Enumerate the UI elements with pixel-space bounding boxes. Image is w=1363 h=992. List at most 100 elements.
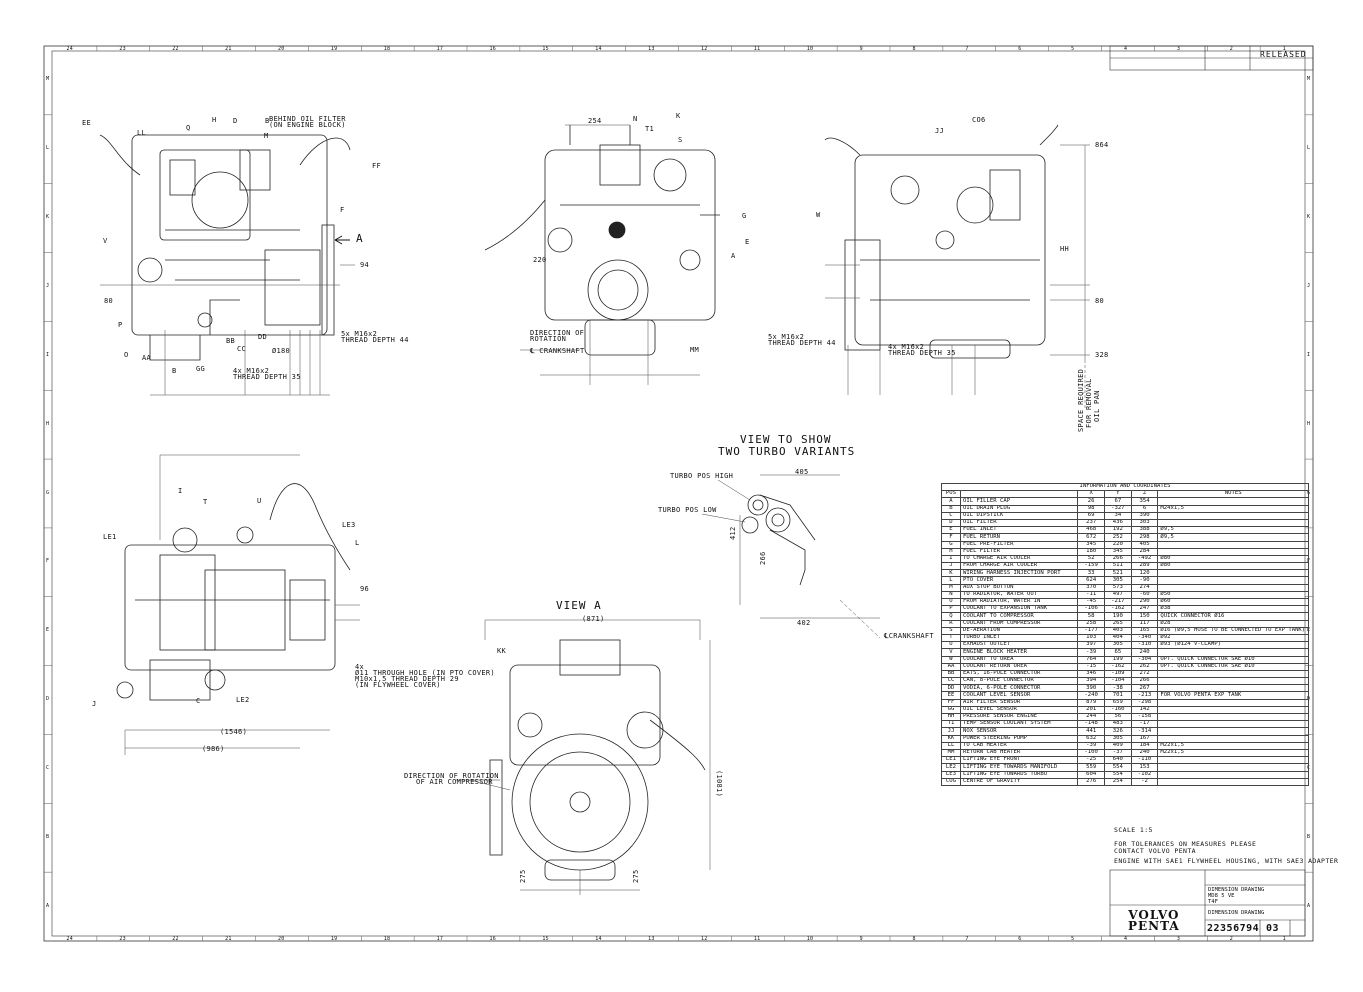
grid-col-label: 15: [542, 46, 549, 52]
table-cell: LL: [941, 741, 961, 750]
callout-g: G: [742, 212, 747, 220]
table-cell: COOLANT FROM COMPRESSOR: [959, 619, 1079, 628]
table-cell: G: [941, 540, 961, 549]
callout-le3: LE3: [342, 521, 356, 529]
grid-col-label: 24: [66, 936, 74, 942]
table-cell: 483: [1103, 720, 1132, 729]
table-cell: 672: [1077, 533, 1105, 542]
side-view-engine: [824, 124, 1059, 359]
grid-col-label: 7: [965, 46, 969, 52]
callout-hh: HH: [1060, 245, 1070, 253]
table-cell: F: [941, 533, 961, 542]
direction-rotation-1: DIRECTION OF: [530, 329, 585, 337]
table-cell: [1157, 576, 1309, 585]
table-cell: 266: [1103, 554, 1132, 564]
table-cell: FUEL FILTER: [959, 547, 1079, 556]
grid-col-label: 23: [119, 936, 126, 942]
dim-diameter-180: Ø180: [272, 347, 291, 355]
behind-filter-note-1: BEHIND OIL FILTER: [269, 115, 346, 123]
grid-row-label: J: [46, 282, 50, 289]
table-cell: -160: [1103, 705, 1132, 715]
table-title: INFORMATION AND COORDINATES: [941, 482, 1309, 492]
side-view-dims: [825, 144, 1090, 410]
table-cell: 142: [1130, 705, 1159, 715]
grid-row-label: G: [46, 489, 50, 496]
callout-k: K: [676, 112, 681, 120]
table-cell: -314: [1130, 727, 1159, 736]
callout-cog6: CO6: [972, 116, 986, 124]
table-cell: [1157, 698, 1309, 707]
table-cell: K: [941, 569, 961, 578]
table-cell: 554: [1103, 770, 1132, 779]
grid-col-label: 9: [859, 46, 863, 52]
view-a-dims: [469, 619, 711, 895]
table-cell: LE1: [941, 756, 961, 765]
table-cell: GG: [941, 705, 961, 715]
table-cell: 511: [1103, 562, 1132, 571]
table-cell: M24x1,5: [1157, 504, 1309, 513]
table-cell: LIFTING EYE FRONT: [959, 756, 1079, 765]
dim-405: 405: [795, 468, 809, 476]
grid-row-label: A: [46, 902, 50, 909]
table-cell: FUEL RETURN: [959, 533, 1079, 542]
table-cell: 254: [1103, 777, 1132, 786]
table-cell: 305: [1103, 641, 1132, 650]
callout-d: D: [233, 117, 238, 125]
table-cell: [1157, 705, 1309, 715]
table-cell: Ø60: [1157, 597, 1309, 607]
table-cell: -217: [1103, 597, 1132, 607]
table-cell: [1157, 569, 1309, 578]
table-cell: 252: [1103, 533, 1132, 542]
table-cell: Ø92: [1157, 633, 1309, 643]
callout-ll: LL: [137, 129, 147, 137]
table-cell: COOLANT TO UREA: [959, 655, 1079, 664]
table-cell: -104: [1103, 677, 1132, 686]
table-cell: HH: [941, 712, 961, 722]
table-cell: 632: [1077, 734, 1105, 743]
table-cell: LIFTING EYE TOWARDS TURBO: [959, 770, 1079, 779]
grid-col-label: 22: [172, 936, 179, 942]
table-cell: -38: [1103, 684, 1132, 693]
thread-note-2b: THREAD DEPTH 35: [233, 373, 301, 381]
table-cell: 153: [1130, 763, 1159, 772]
table-cell: 272: [1130, 669, 1159, 679]
table-cell: 701: [1103, 691, 1132, 700]
callout-q: Q: [186, 124, 191, 132]
crankshaft-label-rear: ℄ CRANKSHAFT: [530, 347, 585, 355]
table-cell: -159: [1077, 562, 1105, 571]
grid-col-label: 7: [965, 936, 969, 942]
table-cell: [1157, 734, 1309, 743]
grid-col-label: 14: [595, 46, 602, 52]
table-cell: -17: [1130, 720, 1159, 729]
grid-col-label: 15: [542, 936, 549, 942]
table-cell: 354: [1130, 497, 1159, 506]
callout-m: M: [264, 132, 269, 140]
grid-row-label: H: [46, 420, 50, 427]
table-cell: [1157, 677, 1309, 686]
table-cell: COOLANT TO EXPANSION TANK: [959, 605, 1079, 614]
thread-note-3a: 5x M16x2: [768, 333, 805, 341]
table-cell: -90: [1130, 576, 1159, 585]
table-cell: Ø50: [1157, 590, 1309, 600]
table-cell: 6: [1130, 504, 1159, 513]
table-cell: TO CAB HEATER: [959, 741, 1079, 750]
grid-col-label: 13: [648, 936, 655, 942]
table-cell: 150: [1130, 612, 1159, 621]
dim-1081: (1081): [715, 770, 723, 798]
table-cell: -177: [1077, 626, 1105, 635]
table-header-cell: Z: [1130, 490, 1159, 499]
callout-jj: JJ: [935, 127, 945, 135]
table-cell: CENTRE OF GRAVITY: [959, 777, 1079, 786]
